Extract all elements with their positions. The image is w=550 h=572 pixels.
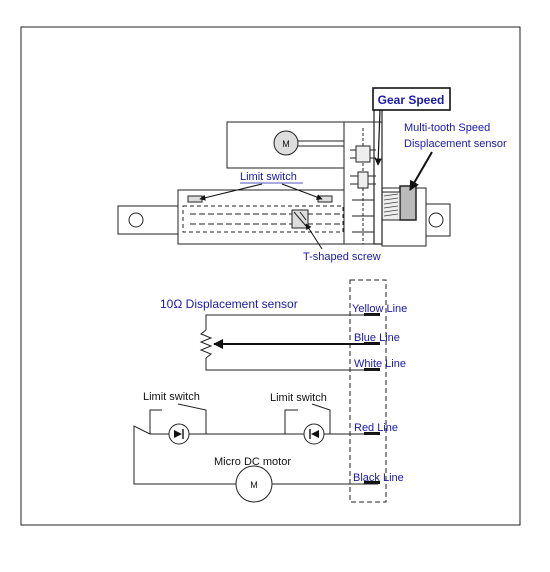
multi-tooth-sensor [399, 185, 417, 221]
white-line-label: White Line [354, 358, 406, 370]
gear-speed-arrow [374, 109, 382, 166]
mechanical-assembly [117, 107, 451, 247]
red-line-label: Red Line [354, 422, 398, 434]
dc-motor-letter: M [250, 480, 258, 490]
gear-speed-label: Gear Speed [378, 93, 445, 107]
limit-switch-top-label: Limit switch [240, 171, 297, 183]
t-screw-arrow [305, 223, 323, 250]
motor-letter: M [282, 139, 290, 149]
multi-tooth-arrow [409, 151, 433, 191]
t-shaped-screw-label: T-shaped screw [303, 251, 381, 263]
blue-line-label: Blue Line [354, 332, 400, 344]
limit-switch-arrow-right [281, 183, 323, 200]
left-mount-hole [128, 212, 144, 228]
connector-block [349, 279, 387, 503]
right-mount-hole [428, 212, 444, 228]
yellow-line-label: Yellow Line [352, 303, 407, 315]
gear-speed-box [372, 87, 451, 111]
motor-icon [273, 130, 299, 156]
limit-switch-arrow-left [199, 183, 263, 201]
black-line-label: Black Line [353, 472, 404, 484]
dc-motor-icon [235, 465, 273, 503]
micro-dc-motor-label: Micro DC motor [214, 456, 291, 468]
screw-channel [182, 205, 344, 233]
limit-switch-left-label: Limit switch [143, 391, 200, 403]
multi-tooth-label-2: Displacement sensor [404, 138, 507, 150]
potentiometer [199, 314, 378, 371]
limit-switch-right-label: Limit switch [270, 392, 327, 404]
left-mount-tab [117, 205, 179, 235]
displacement-sensor-label: 10Ω Displacement sensor [160, 297, 298, 311]
multi-tooth-label-1: Multi-tooth Speed [404, 122, 490, 134]
